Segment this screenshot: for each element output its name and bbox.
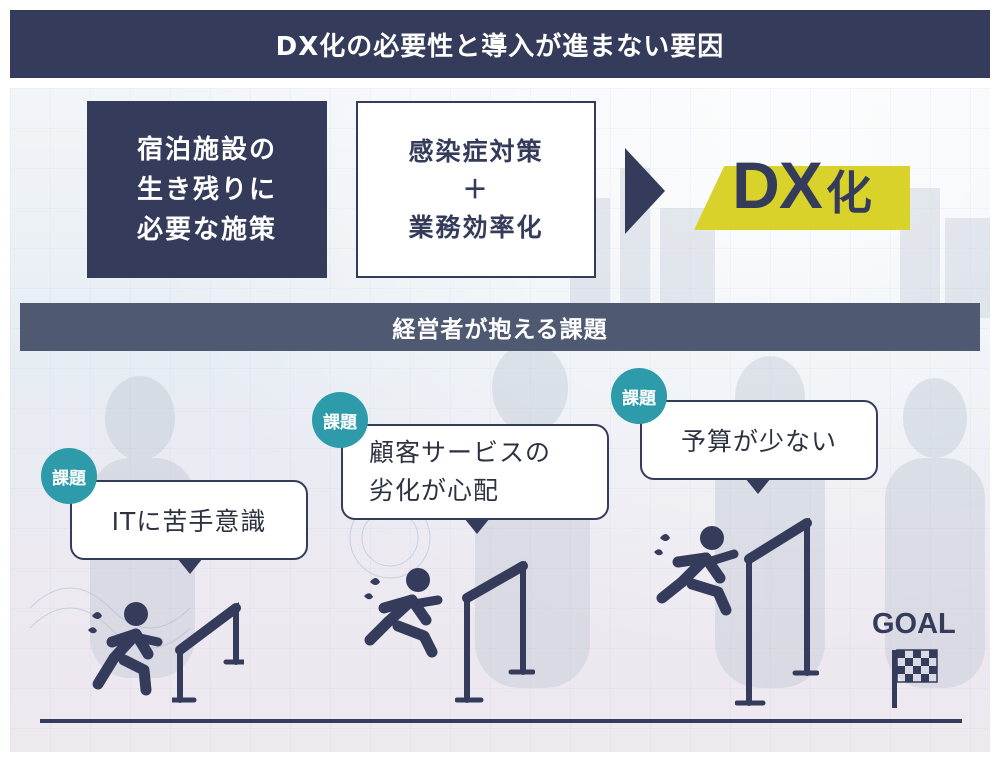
sweat-drop-icon bbox=[654, 534, 670, 556]
middle-box-measures: 感染症対策 ＋ 業務効率化 bbox=[356, 101, 596, 278]
left-box-line: 必要な施策 bbox=[136, 214, 277, 245]
bubble-tail bbox=[745, 478, 771, 494]
dx-latin: DX bbox=[732, 148, 823, 222]
sweat-drop-icon bbox=[88, 612, 102, 634]
section-title: 経営者が抱える課題 bbox=[20, 303, 980, 351]
hurdle-icon bbox=[455, 560, 535, 703]
page-title: DX化の必要性と導入が進まない要因 bbox=[10, 10, 990, 78]
challenge-badge-3: 課題 bbox=[611, 368, 667, 424]
dx-highlight-band bbox=[694, 166, 910, 230]
hurdle-icon bbox=[172, 602, 244, 703]
hurdle-icon bbox=[735, 517, 819, 706]
arrow-right-icon bbox=[625, 148, 665, 234]
left-box-line: 宿泊施設の bbox=[136, 134, 277, 165]
dx-kanji: 化 bbox=[825, 166, 872, 220]
challenge-text: 顧客サービスの bbox=[369, 438, 552, 467]
middle-box-line: 業務効率化 bbox=[408, 212, 544, 242]
runner-icon bbox=[654, 526, 739, 616]
middle-box-plus: ＋ bbox=[462, 174, 490, 204]
runner-icon bbox=[364, 568, 443, 658]
ground-line bbox=[40, 719, 962, 723]
middle-box-line: 感染症対策 bbox=[408, 136, 544, 166]
challenge-badge-2: 課題 bbox=[312, 392, 368, 448]
bubble-tail bbox=[177, 558, 203, 574]
challenge-bubble-2: 顧客サービスの 劣化が心配 bbox=[341, 424, 609, 520]
challenge-bubble-3: 予算が少ない bbox=[640, 400, 878, 480]
dx-result-label: DX 化 bbox=[694, 140, 910, 230]
challenge-text: ITに苦手意識 bbox=[111, 507, 267, 536]
challenge-bubble-1: ITに苦手意識 bbox=[70, 480, 308, 560]
sweat-drop-icon bbox=[364, 578, 380, 600]
left-box-line: 生き残りに bbox=[136, 174, 277, 205]
left-box-survival-measures: 宿泊施設の 生き残りに 必要な施策 bbox=[87, 101, 327, 278]
runner-icon bbox=[88, 602, 163, 696]
bubble-tail bbox=[464, 518, 490, 534]
goal-label: GOAL bbox=[872, 608, 956, 640]
checkered-flag-icon bbox=[892, 649, 938, 708]
challenge-text: 予算が少ない bbox=[680, 427, 837, 456]
challenge-text: 劣化が心配 bbox=[369, 476, 500, 505]
challenge-badge-1: 課題 bbox=[41, 448, 97, 504]
